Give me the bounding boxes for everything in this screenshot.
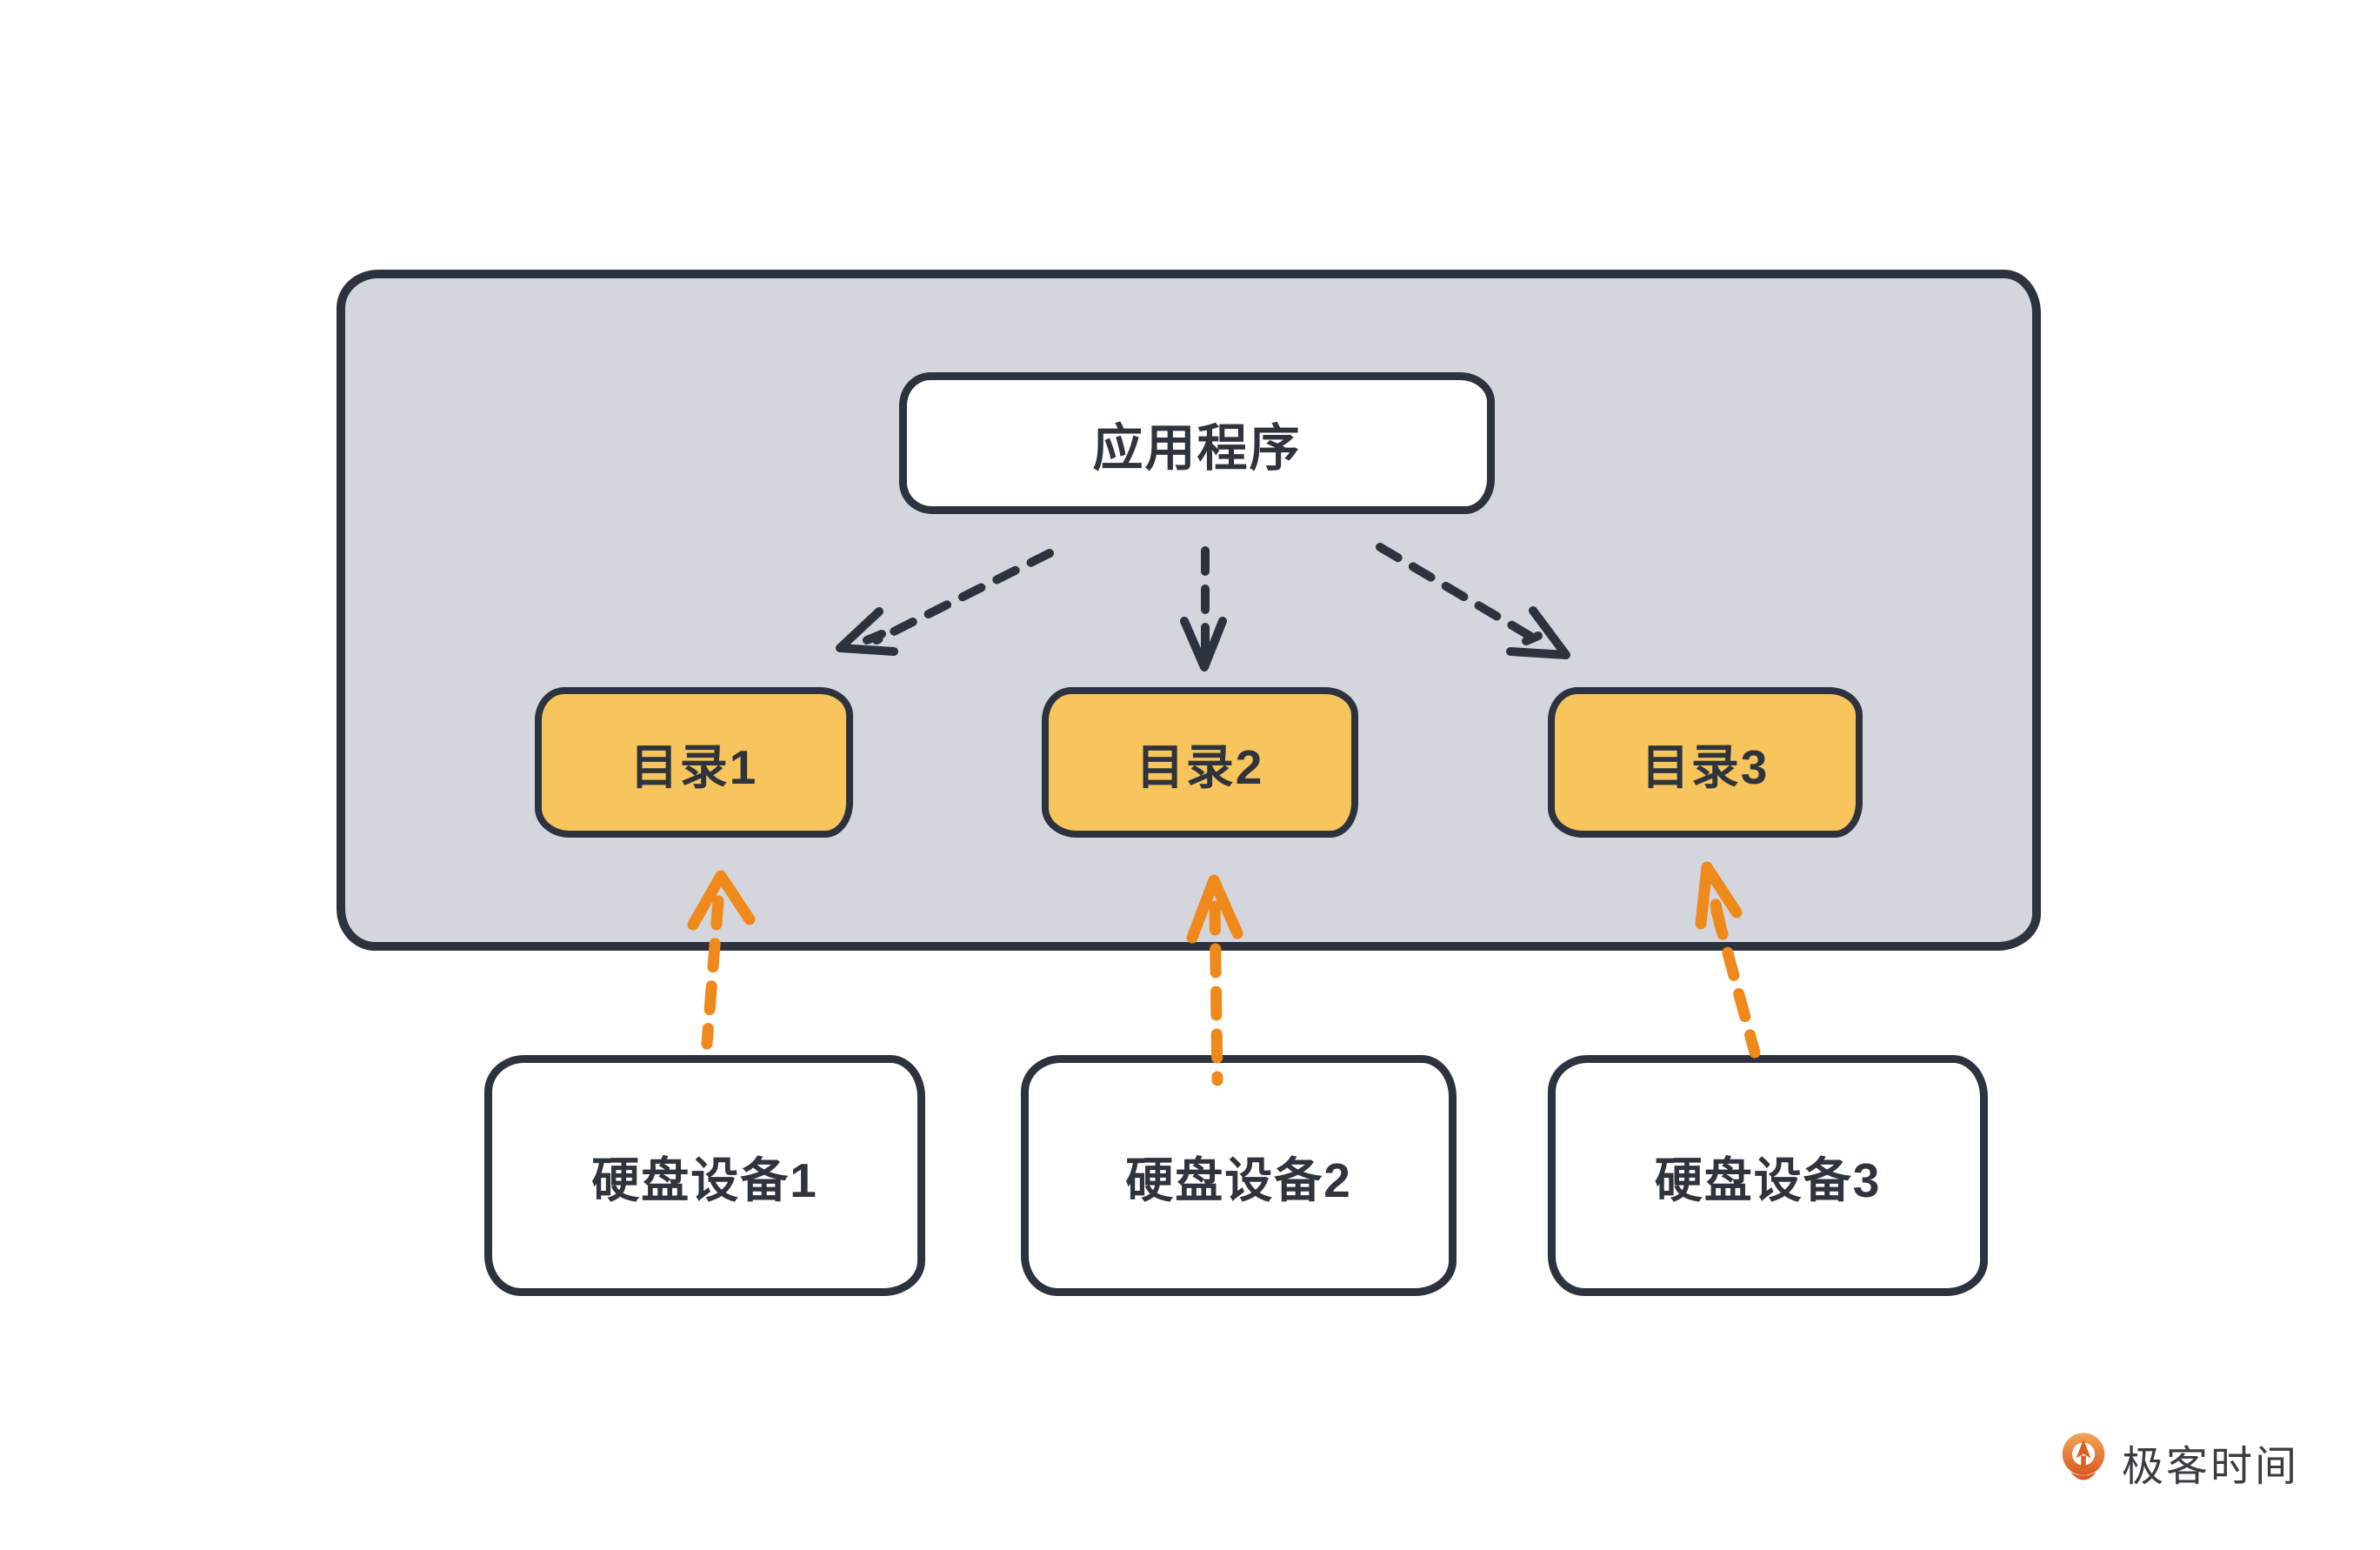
directory-2-label: 目录2 bbox=[1136, 739, 1264, 794]
disk-device-2-node: 硬盘设备2 bbox=[1021, 1055, 1457, 1296]
disk-device-1-node: 硬盘设备1 bbox=[484, 1055, 925, 1296]
disk-device-3-node: 硬盘设备3 bbox=[1548, 1055, 1988, 1296]
disk-device-3-label: 硬盘设备3 bbox=[1654, 1152, 1882, 1207]
directory-3-label: 目录3 bbox=[1641, 739, 1770, 794]
geektime-logo-text: 极客时间 bbox=[2122, 1444, 2300, 1490]
application-node: 应用程序 bbox=[899, 372, 1495, 514]
application-label: 应用程序 bbox=[1092, 419, 1302, 477]
directory-2-node: 目录2 bbox=[1042, 687, 1358, 838]
geektime-logo: 极客时间 bbox=[2059, 1431, 2299, 1493]
directory-1-label: 目录1 bbox=[630, 739, 758, 794]
geektime-pin-icon bbox=[2062, 1433, 2105, 1480]
disk-device-1-label: 硬盘设备1 bbox=[591, 1152, 818, 1207]
disk-device-2-label: 硬盘设备2 bbox=[1125, 1152, 1352, 1207]
directory-3-node: 目录3 bbox=[1548, 687, 1863, 838]
directory-1-node: 目录1 bbox=[535, 687, 853, 838]
